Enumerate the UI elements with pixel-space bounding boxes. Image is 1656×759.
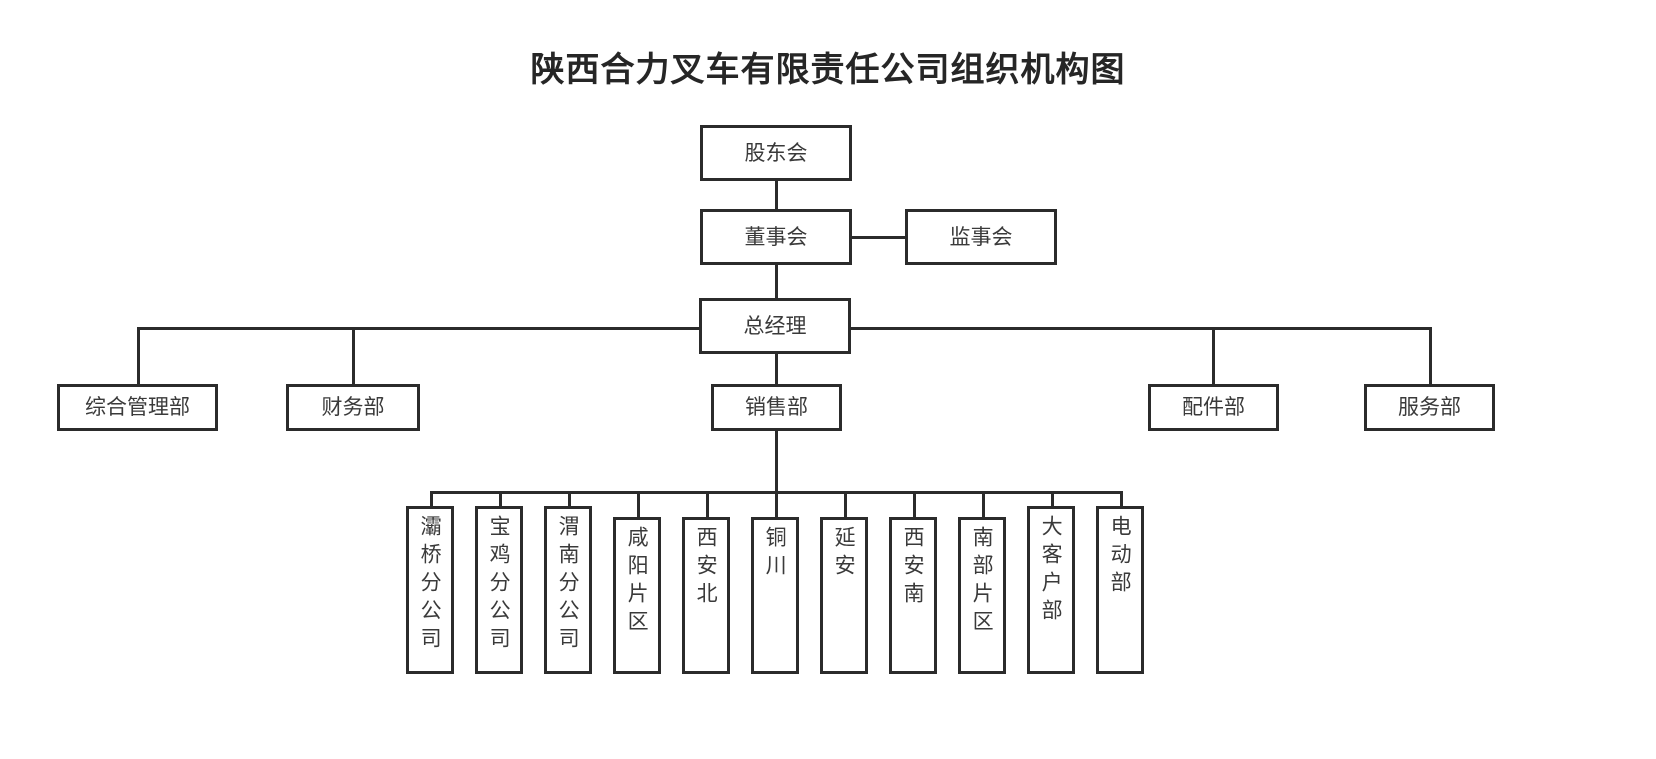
node-service-dept[interactable]: 服务部 [1364,384,1495,431]
connector-branch-drop-4 [637,491,640,539]
node-xianyang-zone-label: 咸阳片区 [625,526,650,638]
connector-gm-to-finance [352,327,355,384]
node-board-of-directors-label: 董事会 [744,224,808,249]
connector-shareholders-to-board [775,180,778,212]
connector-branch-drop-7 [844,491,847,539]
connector-gm-bus-right [850,327,1430,330]
connector-sales-to-branch-bus [775,430,778,493]
node-sales-dept[interactable]: 销售部 [711,384,842,431]
connector-gm-bus-left [137,327,702,330]
node-southern-zone-label: 南部片区 [970,526,995,638]
node-electric-dept[interactable]: 电动部 [1096,506,1144,674]
node-weinan-branch[interactable]: 渭南分公司 [544,506,592,674]
node-key-accounts-dept-label: 大客户部 [1039,515,1064,627]
node-baoji-branch[interactable]: 宝鸡分公司 [475,506,523,674]
node-board-of-supervisors[interactable]: 监事会 [905,209,1057,265]
node-parts-dept[interactable]: 配件部 [1148,384,1279,431]
connector-branch-drop-9 [982,491,985,539]
node-key-accounts-dept[interactable]: 大客户部 [1027,506,1075,674]
node-board-of-directors[interactable]: 董事会 [700,209,852,265]
node-board-of-supervisors-label: 监事会 [949,224,1013,249]
node-xian-south-label: 西安南 [901,526,926,610]
connector-branch-drop-5 [706,491,709,539]
connector-branch-drop-6 [775,491,778,539]
node-yanan-label: 延安 [832,526,857,582]
node-electric-dept-label: 电动部 [1108,515,1133,599]
connector-gm-to-general-mgmt [137,327,140,384]
connector-gm-to-parts [1212,327,1215,384]
node-xianyang-zone[interactable]: 咸阳片区 [613,517,661,674]
node-baoji-branch-label: 宝鸡分公司 [487,515,512,655]
node-shareholders-meeting[interactable]: 股东会 [700,125,852,181]
node-weinan-branch-label: 渭南分公司 [556,515,581,655]
node-general-management-dept[interactable]: 综合管理部 [57,384,218,431]
node-service-dept-label: 服务部 [1398,395,1461,420]
node-sales-dept-label: 销售部 [745,395,808,420]
page-title: 陕西合力叉车有限责任公司组织机构图 [530,51,1126,89]
connector-branch-drop-8 [913,491,916,539]
connector-board-to-supervisors [851,236,907,239]
node-xian-south[interactable]: 西安南 [889,517,937,674]
node-shareholders-meeting-label: 股东会 [744,140,808,165]
node-southern-zone[interactable]: 南部片区 [958,517,1006,674]
connector-gm-to-sales [775,354,778,384]
connector-board-to-gm [775,263,778,298]
node-xian-north-label: 西安北 [694,526,719,610]
node-general-manager-label: 总经理 [743,313,807,338]
node-baqiao-branch[interactable]: 灞桥分公司 [406,506,454,674]
node-tongchuan-label: 铜川 [763,526,788,582]
node-finance-dept-label: 财务部 [321,395,385,420]
node-yanan[interactable]: 延安 [820,517,868,674]
node-xian-north[interactable]: 西安北 [682,517,730,674]
connector-gm-to-service [1429,327,1432,384]
node-general-management-dept-label: 综合管理部 [85,395,190,420]
node-finance-dept[interactable]: 财务部 [286,384,420,431]
node-general-manager[interactable]: 总经理 [699,298,851,354]
node-baqiao-branch-label: 灞桥分公司 [418,515,443,655]
node-parts-dept-label: 配件部 [1182,395,1245,420]
node-tongchuan[interactable]: 铜川 [751,517,799,674]
